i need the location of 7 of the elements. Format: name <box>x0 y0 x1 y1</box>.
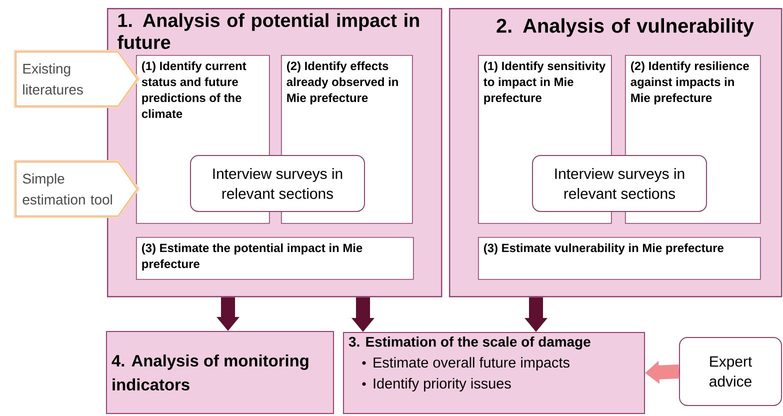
process-box: 4. Analysis of monitoring indicators <box>106 331 334 414</box>
step-box: (3) Estimate vulnerability in Mie prefecture <box>478 237 761 280</box>
rounded-box: Interview surveys in relevant sections <box>190 155 365 212</box>
step-box: (3) Estimate the potential impact in Mie prefecture <box>136 237 414 280</box>
process-box: 3. Estimation of the scale of damage Estimate overall future impacts Identify priority issues <box>343 332 645 414</box>
rounded-box: Interview surveys in relevant sections <box>532 155 707 212</box>
rounded-box: Expert advice <box>679 337 782 406</box>
